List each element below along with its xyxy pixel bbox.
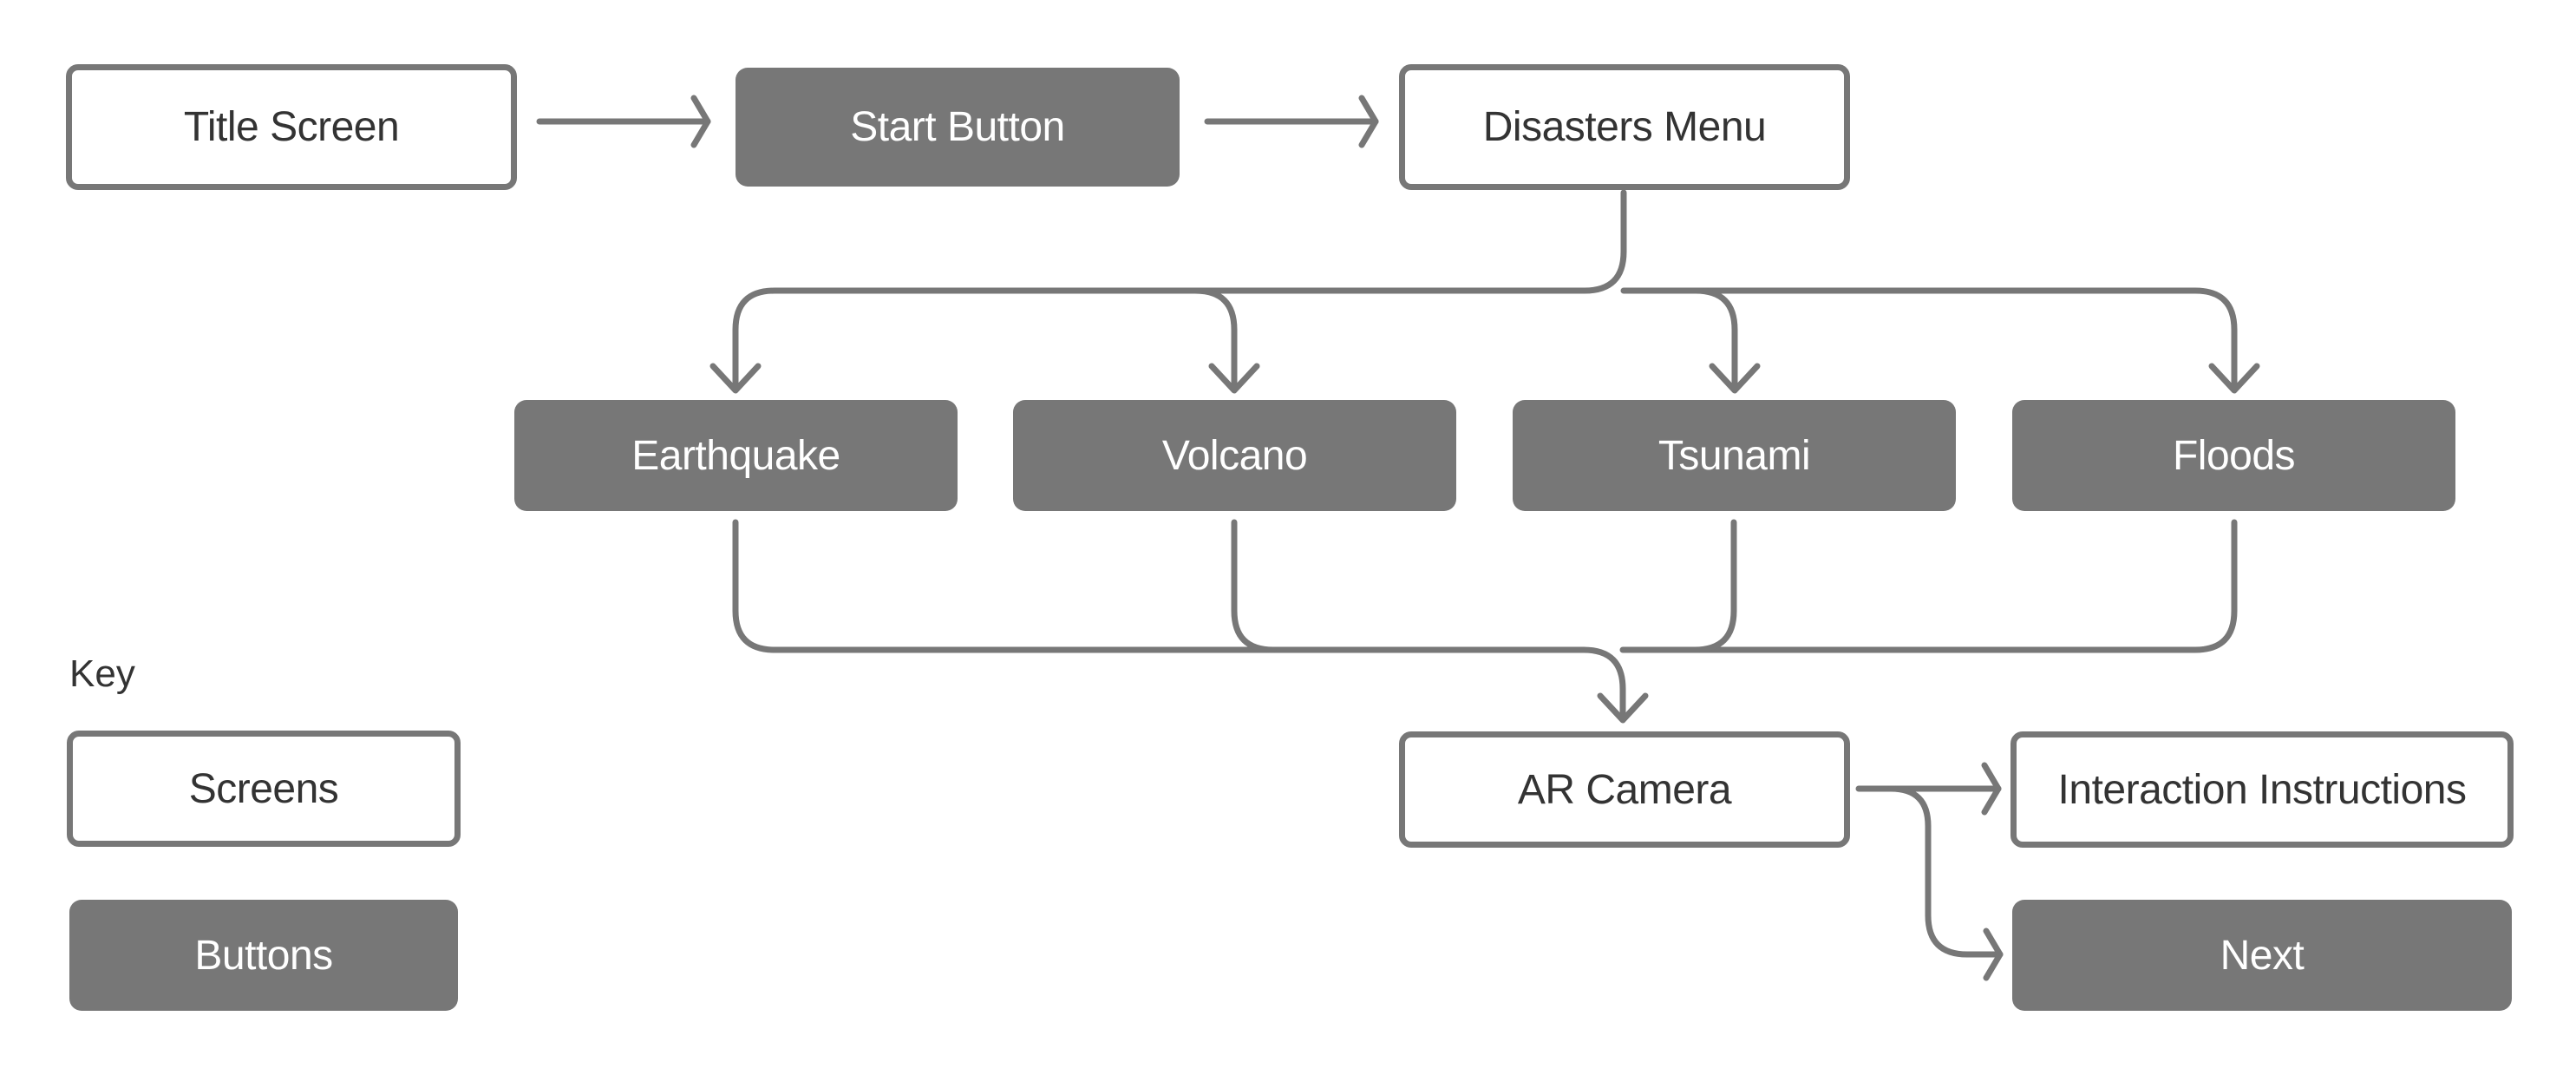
arrowhead-volcano [1208,363,1260,394]
node-floods[interactable]: Floods [2012,400,2455,511]
node-disasters-menu: Disasters Menu [1399,64,1850,190]
node-ar-camera: AR Camera [1399,731,1850,848]
edge-to-tsunami [1692,287,1738,392]
key-screens: Screens [67,731,461,847]
edge-earthquake-down [732,519,1626,722]
node-label: Interaction Instructions [2057,766,2467,813]
edge-floods-down [1619,519,2238,653]
node-label: Disasters Menu [1482,104,1767,150]
node-label: Title Screen [183,104,400,150]
key-buttons: Buttons [69,900,458,1011]
node-tsunami[interactable]: Tsunami [1513,400,1956,511]
node-label: Volcano [1161,432,1308,479]
key-title: Key [69,652,135,695]
key-screens-label: Screens [188,765,339,812]
node-label: Start Button [850,104,1065,150]
node-volcano[interactable]: Volcano [1013,400,1456,511]
node-label: Earthquake [631,432,840,479]
node-label: Tsunami [1657,432,1811,479]
node-title-screen: Title Screen [66,64,517,190]
node-start-button[interactable]: Start Button [736,68,1180,187]
arrowhead-tsunami [1709,363,1761,394]
edge-ar-to-next [1887,785,2004,958]
arrowhead-instructions [1981,762,2002,816]
edge-disasters-trunk [732,189,1627,392]
arrowhead-start [690,95,711,148]
node-interaction-instructions: Interaction Instructions [2010,731,2514,848]
edge-volcano-down [1231,519,1277,653]
arrowhead-floods [2208,363,2260,394]
node-label: Floods [2172,432,2296,479]
arrowhead-earthquake [709,363,762,394]
arrowhead-next [1983,928,2004,981]
arrowhead-ar-camera [1597,692,1649,724]
arrowhead-disasters [1358,95,1379,148]
node-next[interactable]: Next [2012,900,2512,1011]
edge-disasters-right [1620,287,2238,392]
edge-to-volcano [1192,287,1238,392]
node-earthquake[interactable]: Earthquake [514,400,958,511]
node-label: Next [2220,932,2305,979]
key-buttons-label: Buttons [194,932,333,979]
node-label: AR Camera [1517,766,1732,813]
edge-tsunami-down [1691,519,1737,653]
